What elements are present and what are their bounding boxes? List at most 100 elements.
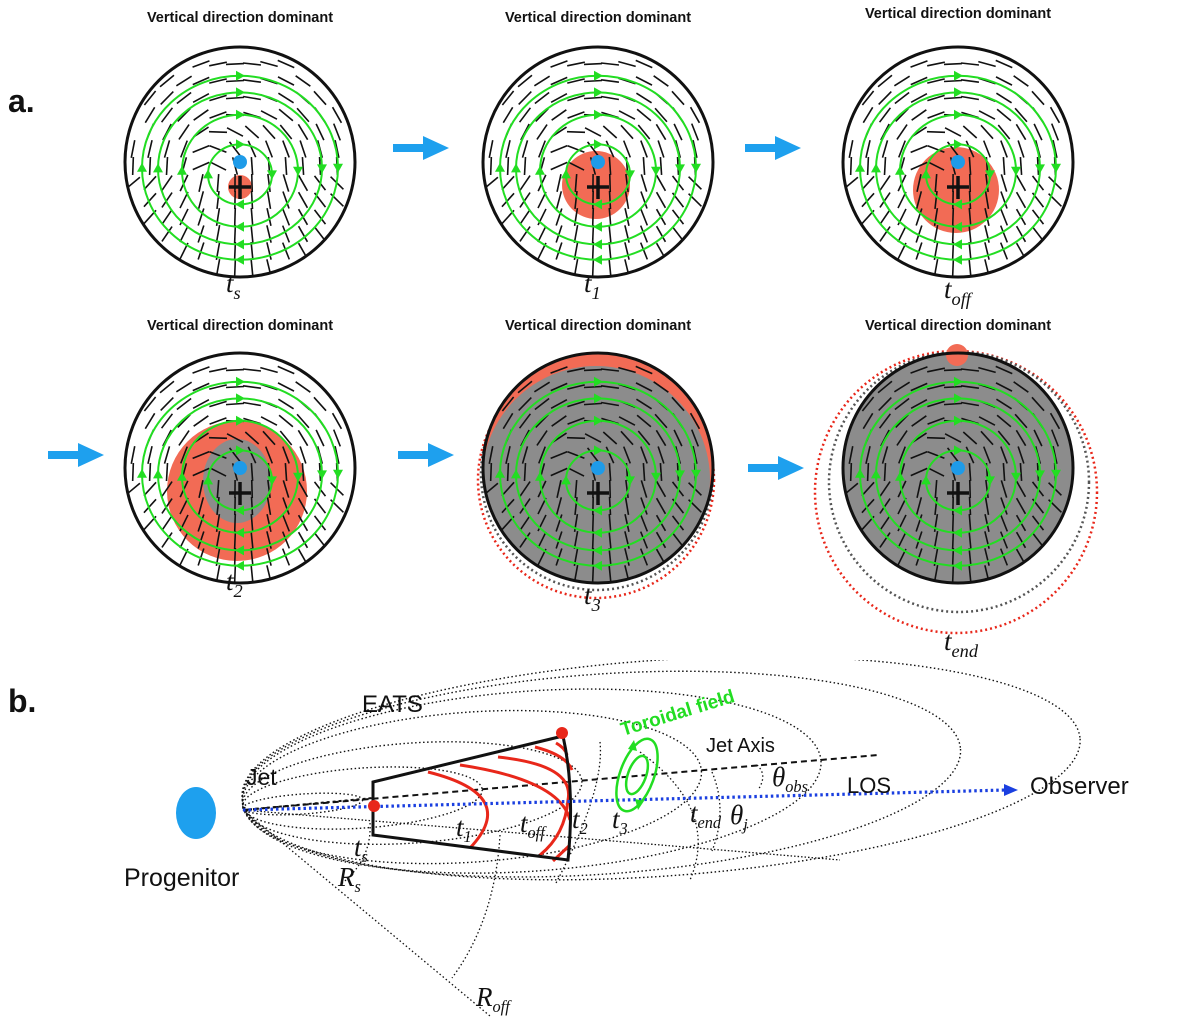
field-arrow-icon: [594, 87, 603, 98]
eats-time-label-base: t: [520, 808, 529, 838]
emission-region: [913, 147, 999, 233]
cross-icon: [947, 482, 969, 505]
eats-time-label-base: t: [612, 804, 621, 834]
field-arrow-icon: [953, 505, 962, 516]
field-arrow-icon: [235, 199, 244, 210]
progenitor-icon: [176, 787, 216, 839]
field-arrow-icon: [953, 527, 962, 538]
field-arrow-icon: [1035, 164, 1045, 174]
panel-title: Vertical direction dominant: [505, 10, 691, 26]
field-arrow-icon: [235, 254, 244, 265]
jet-boundary: [123, 351, 357, 585]
field-arrow-icon: [594, 445, 603, 456]
field-arrow-icon: [691, 163, 701, 173]
eats-ellipse: [241, 688, 822, 874]
time-label-base: t: [584, 268, 593, 298]
panel-b-canvas: b. EATS: [8, 660, 1129, 1017]
theta-j-arc: [711, 771, 721, 852]
field-arrow-icon: [317, 164, 327, 174]
sequence-arrow-icon: [393, 136, 449, 160]
time-label-sub: s: [234, 283, 241, 303]
field-arrow-icon: [954, 376, 963, 387]
field-arrow-icon: [236, 376, 245, 387]
field-arrow-icon: [235, 545, 244, 556]
field-arrow-icon: [203, 475, 213, 485]
field-panel-t2: Vertical direction dominant t2: [123, 318, 357, 601]
jet-boundary: [841, 351, 1075, 585]
field-arrow-icon: [953, 221, 962, 232]
field-arrow-icon: [137, 162, 147, 172]
time-label-base: t: [584, 580, 593, 610]
time-label: t3: [584, 580, 601, 615]
center-dot-icon: [951, 461, 965, 475]
field-arrow-icon: [236, 393, 245, 404]
field-arrow-icon: [236, 109, 245, 120]
eats-time-label-base: t: [572, 804, 581, 834]
center-dot-icon: [591, 461, 605, 475]
field-arrow-icon: [691, 469, 701, 479]
roff-arc: [451, 834, 501, 979]
field-arrow-icon: [333, 163, 343, 173]
panel-title: Vertical direction dominant: [147, 318, 333, 334]
field-arrow-icon: [561, 475, 571, 485]
field-arrow-icon: [1035, 470, 1045, 480]
field-arrow-icon: [651, 472, 661, 482]
cross-icon: [229, 176, 251, 199]
eats-time-label-base: t: [354, 832, 363, 862]
field-arrow-icon: [895, 471, 905, 481]
rs-arc: [339, 822, 371, 886]
field-arrow-icon: [235, 527, 244, 538]
field-arrow-icon: [594, 139, 603, 150]
eats-curve-b: [534, 745, 574, 771]
jet-axis-line: [242, 754, 879, 811]
field-arrow-icon: [954, 70, 963, 81]
eats-time-label-sub: off: [528, 823, 548, 842]
field-lines: [495, 70, 701, 265]
field-arrow-icon: [954, 87, 963, 98]
angle-label-obs-base: θ: [772, 762, 785, 792]
field-arrow-icon: [953, 545, 962, 556]
eats-time-label-base: t: [690, 798, 699, 828]
cross-icon: [947, 176, 969, 199]
field-arrow-icon: [236, 445, 245, 456]
progenitor-label: Progenitor: [124, 864, 239, 892]
field-arrow-icon: [871, 163, 881, 173]
time-label: toff: [944, 274, 974, 309]
jet-wedge: [371, 734, 573, 862]
field-arrow-icon: [921, 475, 931, 485]
field-panel-t1: Vertical direction dominant t1: [481, 10, 715, 303]
eats-ring-grey: [827, 350, 1091, 614]
panel-title: Vertical direction dominant: [865, 318, 1051, 334]
field-arrow-icon: [153, 469, 163, 479]
eats-time-label-sub: s: [362, 847, 368, 866]
field-arrow-icon: [177, 471, 187, 481]
panel-title: Vertical direction dominant: [865, 6, 1051, 22]
eats-ring-red: [813, 349, 1099, 635]
field-arrow-icon: [203, 169, 213, 179]
panel-title: Vertical direction dominant: [147, 10, 333, 26]
radius-label-roff-base: R: [475, 982, 493, 1012]
time-label-sub: 1: [592, 283, 601, 303]
theta-obs-arc: [756, 764, 764, 791]
eats-time-label: t2: [572, 804, 588, 838]
jet-boundary: [841, 45, 1075, 279]
field-lines: [137, 376, 343, 571]
field-panel-toff: Vertical direction dominant toff: [841, 6, 1075, 309]
field-arrow-icon: [985, 170, 995, 180]
field-arrow-icon: [651, 166, 661, 176]
field-arrow-icon: [625, 170, 635, 180]
field-lines: [855, 376, 1061, 571]
field-arrow-icon: [1011, 472, 1021, 482]
field-arrow-icon: [177, 165, 187, 175]
jet-label: Jet: [246, 764, 277, 790]
panel-b-label: b.: [8, 683, 36, 719]
tend-arc: [639, 751, 699, 881]
field-arrow-icon: [871, 469, 881, 479]
field-arrow-icon: [235, 221, 244, 232]
field-arrow-icon: [1011, 166, 1021, 176]
field-arrow-icon: [593, 505, 602, 516]
toroidal-field-icon: [615, 737, 659, 813]
time-label: t2: [226, 566, 243, 601]
field-arrow-icon: [1051, 469, 1061, 479]
